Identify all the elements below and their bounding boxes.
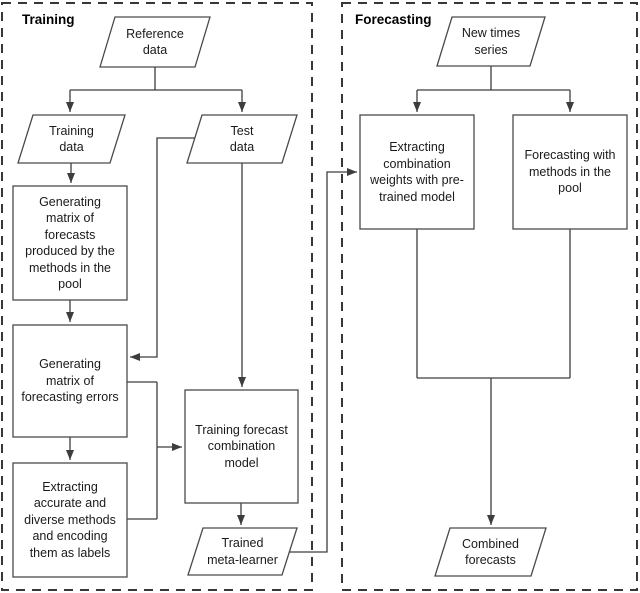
training-section-title: Training [22,12,75,27]
combined-forecasts-shape [434,527,547,577]
trained-meta-learner-shape [187,527,298,576]
forecasting-section-title: Forecasting [355,12,432,27]
connector-meta-learner-to-extracting-weights [289,168,357,553]
extracting-labels-shape [12,462,128,578]
test-data-shape [186,114,298,164]
connector-reference-split [70,67,242,91]
reference-data-shape [99,16,211,68]
forecasting-pool-shape [512,114,628,230]
training-data-shape [17,114,126,164]
extracting-weights-shape [359,114,475,230]
connector-newseries-split [417,66,570,91]
connector-merge-rail [127,381,158,520]
new-times-series-shape [436,16,546,67]
generating-forecast-matrix-shape [12,185,128,301]
connector-forecasting-merge [416,229,571,379]
connector-test-data-to-error-matrix [130,137,196,361]
forecasting-section-frame [341,2,638,591]
generating-error-matrix-shape [12,324,128,438]
training-combination-model-shape [184,389,299,504]
